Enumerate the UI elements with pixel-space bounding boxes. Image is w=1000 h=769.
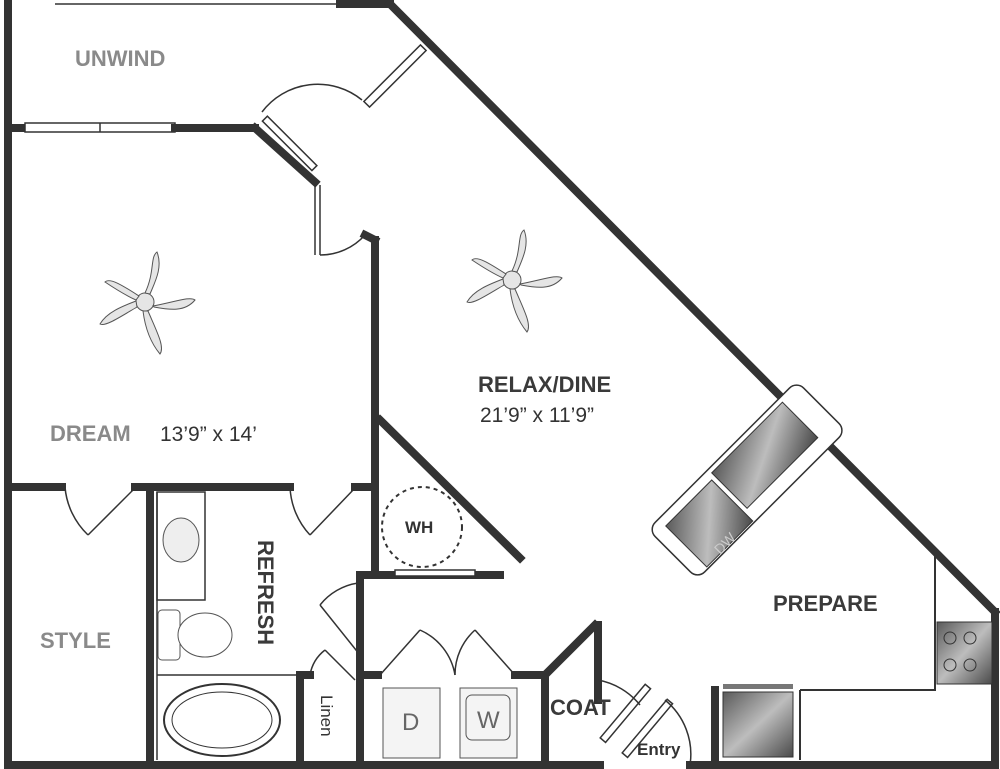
balcony-door <box>261 43 428 113</box>
water-heater-label: WH <box>405 518 433 537</box>
bedroom-walls <box>4 115 381 579</box>
toilet-tank-icon <box>157 609 181 661</box>
room-label-refresh: REFRESH <box>253 540 278 645</box>
sink-icon <box>711 401 819 509</box>
room-label-coat: COAT <box>550 695 611 720</box>
room-size-relax-dine: 21’9” x 11’9” <box>480 404 594 427</box>
water-heater-circle <box>381 486 463 568</box>
bath-walls <box>146 414 602 769</box>
refrigerator-icon <box>722 691 794 758</box>
kitchen-island <box>651 384 843 576</box>
room-label-unwind: UNWIND <box>75 46 165 71</box>
room-label-entry: Entry <box>637 740 681 759</box>
dryer-label: D <box>402 709 419 736</box>
sink-icon <box>162 517 200 563</box>
room-label-prepare: PREPARE <box>773 591 878 616</box>
room-label-linen: Linen <box>317 695 336 737</box>
toilet-bowl-icon <box>177 612 233 658</box>
room-size-dream: 13’9” x 14’ <box>160 423 257 446</box>
room-label-style: STYLE <box>40 628 111 653</box>
laundry <box>382 687 518 759</box>
bathtub-icon <box>163 683 281 757</box>
ceiling-fan-icon <box>99 251 196 355</box>
dishwasher-icon <box>665 479 754 568</box>
entry-doors[interactable] <box>597 679 692 766</box>
room-label-dream: DREAM <box>50 421 131 446</box>
stove-icon <box>936 621 993 685</box>
washer-label: W <box>477 707 500 734</box>
ceiling-fan-icon <box>466 229 563 333</box>
room-label-relax-dine: RELAX/DINE <box>478 372 611 397</box>
bath-fixtures <box>157 517 281 757</box>
